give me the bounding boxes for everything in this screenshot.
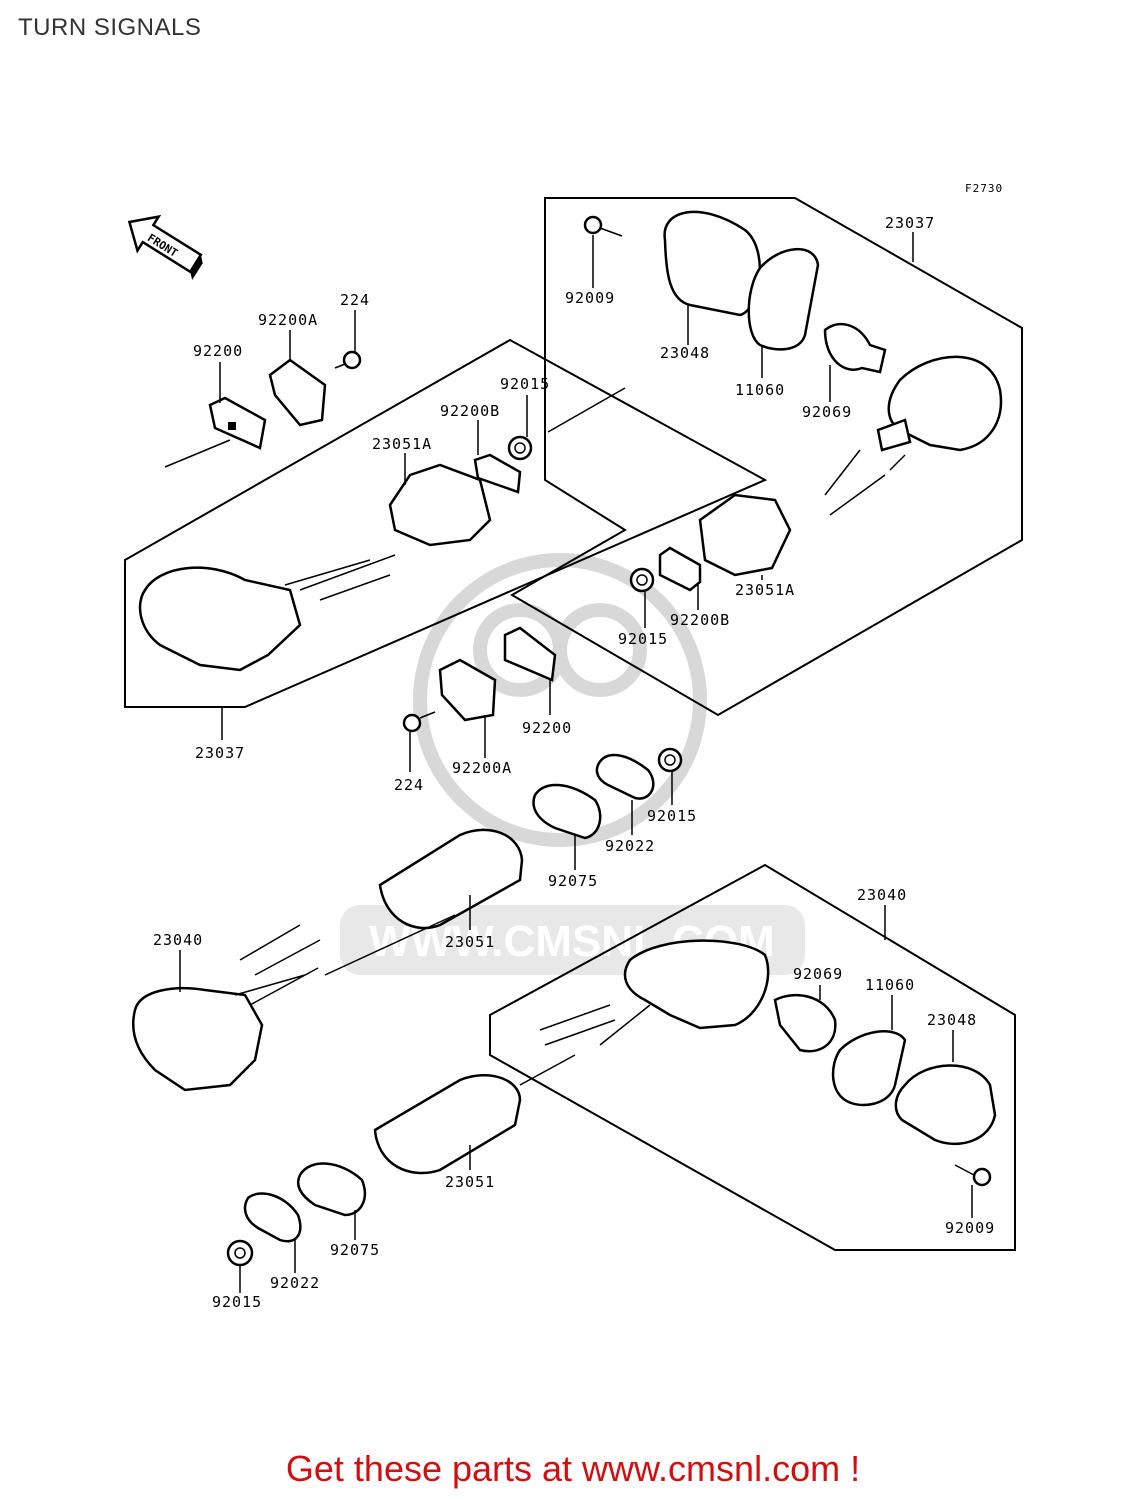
label-92200-mid: 92200	[522, 719, 572, 737]
part-23037-signal-right[interactable]	[887, 355, 1003, 452]
label-23040-right: 23040	[857, 886, 907, 904]
label-92075-bottom: 92075	[330, 1241, 380, 1259]
part-92200-plate-top[interactable]	[208, 396, 267, 450]
label-92200B-left: 92200B	[440, 402, 500, 420]
top-left-assembly-frame	[124, 338, 768, 708]
part-92009-screw-top[interactable]	[583, 215, 623, 237]
label-92022-bottom: 92022	[270, 1274, 320, 1292]
label-92200A-mid: 92200A	[452, 759, 512, 777]
part-92200B-plate-top[interactable]	[473, 453, 522, 494]
part-92069-bulb-bottom[interactable]	[773, 993, 837, 1053]
figure-code: F2730	[965, 182, 1003, 195]
label-92069-top: 92069	[802, 403, 852, 421]
part-23040-signal-left[interactable]	[131, 986, 264, 1092]
page-title: TURN SIGNALS	[18, 14, 202, 41]
assembly-line	[324, 914, 456, 976]
part-23040-signal-right[interactable]	[623, 939, 770, 1030]
part-92200A-bracket-mid[interactable]	[438, 658, 497, 722]
part-23048-lens-bottom[interactable]	[894, 1064, 997, 1145]
bottom-right-assembly-frame	[489, 863, 1016, 1251]
exploded-parts-diagram: WWW.CMSNL.COM FRONT	[124, 182, 1023, 1311]
label-92009-top: 92009	[565, 289, 615, 307]
wires-right	[824, 449, 906, 516]
part-23051A-grommet-left[interactable]	[388, 463, 492, 547]
part-23051A-grommet-right[interactable]	[698, 493, 792, 577]
label-23051-bottom: 23051	[445, 1173, 495, 1191]
part-92200A-bracket-top[interactable]	[268, 358, 327, 427]
part-92200B-plate-right[interactable]	[658, 546, 702, 592]
part-23048-lens-top[interactable]	[663, 210, 761, 317]
label-23037-left: 23037	[195, 744, 245, 762]
part-92075-grommet-bottom[interactable]	[296, 1162, 367, 1217]
part-11060-gasket-top[interactable]	[747, 248, 820, 351]
part-92015-nut-right[interactable]	[629, 567, 655, 593]
part-92022-washer-mid[interactable]	[595, 753, 655, 800]
label-23051A-right: 23051A	[735, 581, 795, 599]
wires-left-bottom	[234, 924, 321, 1006]
label-92069-bottom: 92069	[793, 965, 843, 983]
label-92015-mid2: 92015	[647, 807, 697, 825]
part-92022-washer-bottom[interactable]	[243, 1192, 302, 1243]
label-92015-mid: 92015	[500, 375, 550, 393]
label-23051-mid: 23051	[445, 933, 495, 951]
part-92015-nut-bottom[interactable]	[226, 1239, 254, 1267]
top-right-assembly-frame	[510, 197, 1023, 717]
label-92022-mid: 92022	[605, 837, 655, 855]
label-224-top: 224	[340, 291, 370, 309]
label-23037-top: 23037	[885, 214, 935, 232]
part-23037-stem-right	[876, 418, 912, 452]
label-11060-bottom: 11060	[865, 976, 915, 994]
label-23040-left: 23040	[153, 931, 203, 949]
wires-right-bottom	[539, 1004, 651, 1046]
label-23048-bottom: 23048	[927, 1011, 977, 1029]
label-23048-top: 23048	[660, 344, 710, 362]
part-11060-gasket-bottom[interactable]	[831, 1030, 907, 1107]
label-92075-mid: 92075	[548, 872, 598, 890]
wires-left	[284, 554, 396, 601]
front-arrow-icon: FRONT	[127, 214, 203, 281]
part-224-bolt-top[interactable]	[334, 350, 362, 370]
part-23051-sleeve-bottom[interactable]	[373, 1073, 522, 1175]
label-92009-bottom: 92009	[945, 1219, 995, 1237]
label-92200-top: 92200	[193, 342, 243, 360]
leader-lines	[179, 232, 973, 1293]
part-92075-grommet-mid[interactable]	[532, 783, 602, 840]
label-92015-bottom: 92015	[212, 1293, 262, 1311]
promo-link[interactable]: Get these parts at www.cmsnl.com !	[285, 1448, 861, 1489]
label-92200A-top: 92200A	[258, 311, 318, 329]
part-92200-plate-mid[interactable]	[503, 626, 557, 682]
label-224-mid: 224	[394, 776, 424, 794]
frame-break-line	[547, 387, 626, 433]
frame-break-line	[164, 439, 231, 468]
part-23037-signal-left[interactable]	[138, 566, 302, 672]
label-23051A-left: 23051A	[372, 435, 432, 453]
assembly-line	[519, 1054, 576, 1086]
part-224-bolt-mid[interactable]	[402, 711, 436, 733]
part-92015-nut-top[interactable]	[507, 435, 533, 461]
part-92069-bulb-top[interactable]	[823, 322, 887, 374]
label-92200B-right: 92200B	[670, 611, 730, 629]
part-92015-nut-mid[interactable]	[657, 747, 683, 773]
part-23051-sleeve-mid[interactable]	[378, 828, 524, 930]
label-11060-top: 11060	[735, 381, 785, 399]
part-92009-screw-bottom[interactable]	[954, 1164, 992, 1187]
label-92015-right: 92015	[618, 630, 668, 648]
